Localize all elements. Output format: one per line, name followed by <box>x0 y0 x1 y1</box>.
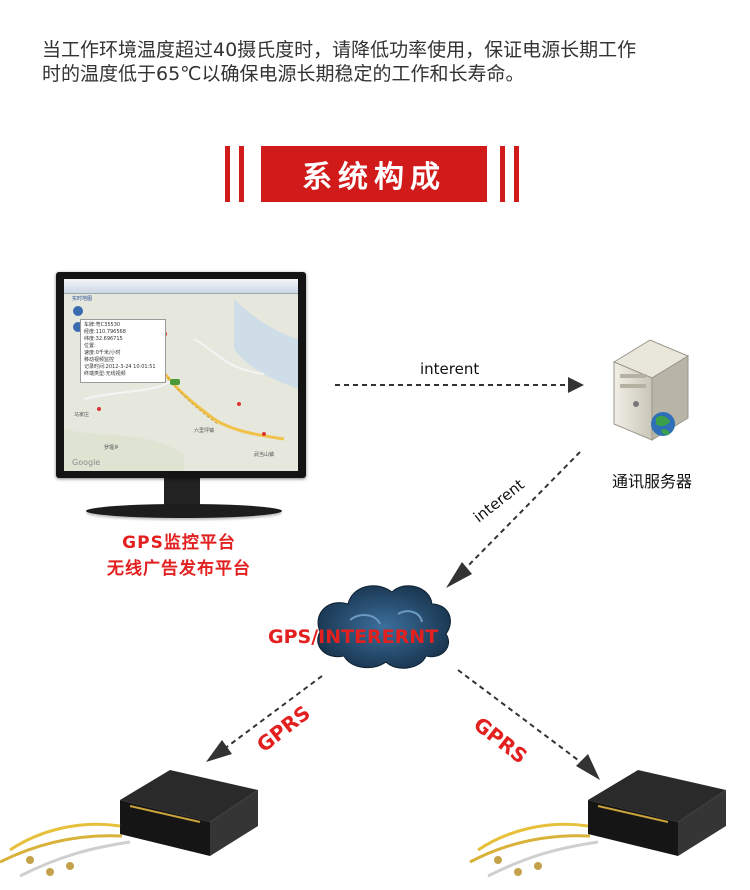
arrow-cloud-to-right-device <box>457 669 600 780</box>
link-label-top: interent <box>420 360 480 378</box>
server-label: 通讯服务器 <box>612 472 693 491</box>
platform-line-1: GPS监控平台 <box>122 533 236 553</box>
popup-line: 位置: <box>84 343 96 349</box>
monitor-screen: Google 实时地图 车牌:粤C35530 经度:110.796568 纬度:… <box>64 279 298 471</box>
section-title: 系统构成 <box>261 146 487 202</box>
intro-text: 当工作环境温度超过40摄氏度时，请降低功率使用，保证电源长期工作 时的温度低于6… <box>42 38 722 86</box>
svg-text:Google: Google <box>72 458 100 467</box>
popup-line: 终端类型:无线视频 <box>84 371 126 377</box>
map-place-label: 武当山镇 <box>254 452 275 458</box>
intro-line-1: 当工作环境温度超过40摄氏度时，请降低功率使用，保证电源长期工作 <box>42 39 637 61</box>
popup-line: 记录时间:2012-3-24 10:01:51 <box>84 364 156 370</box>
popup-line: 经度:110.796568 <box>84 329 126 335</box>
left-device-icon <box>0 770 258 878</box>
popup-line: 移动视频监控 <box>84 357 115 363</box>
monitor-stand-neck <box>164 478 200 508</box>
cloud-label: GPS/INTERERNT <box>268 626 439 648</box>
cloud-icon <box>317 585 451 669</box>
map-tab[interactable]: 实时地图 <box>72 296 93 302</box>
header-bar-right-1 <box>500 146 505 202</box>
platform-label: GPS监控平台 无线广告发布平台 <box>74 530 284 582</box>
vehicle-info-popup: 车牌:粤C35530 经度:110.796568 纬度:32.696715 位置… <box>80 319 166 383</box>
platform-line-2: 无线广告发布平台 <box>107 559 251 579</box>
arrow-server-to-cloud <box>446 451 581 588</box>
popup-line: 纬度:32.696715 <box>84 336 123 342</box>
right-device-icon <box>469 770 726 878</box>
header-bar-left-1 <box>225 146 230 202</box>
popup-line: 车牌:粤C35530 <box>84 322 121 328</box>
server-icon <box>612 339 690 441</box>
map-place-label: 罗堰乡 <box>104 445 120 451</box>
map-toolbar <box>64 279 298 294</box>
header-bar-right-2 <box>514 146 519 202</box>
monitor-stand-base <box>86 504 282 518</box>
arrow-cloud-to-left-device <box>206 675 323 762</box>
map-place-label: 六里坪镇 <box>194 428 215 434</box>
arrow-monitor-to-server <box>335 377 584 393</box>
map-place-label: 马家庄 <box>74 412 90 418</box>
popup-line: 速度:0千米/小时 <box>84 350 121 356</box>
header-bar-left-2 <box>239 146 244 202</box>
intro-line-2: 时的温度低于65℃以确保电源长期稳定的工作和长寿命。 <box>42 63 525 85</box>
monitor-frame: Google 实时地图 车牌:粤C35530 经度:110.796568 纬度:… <box>56 272 306 478</box>
section-header: 系统构成 <box>225 146 523 204</box>
